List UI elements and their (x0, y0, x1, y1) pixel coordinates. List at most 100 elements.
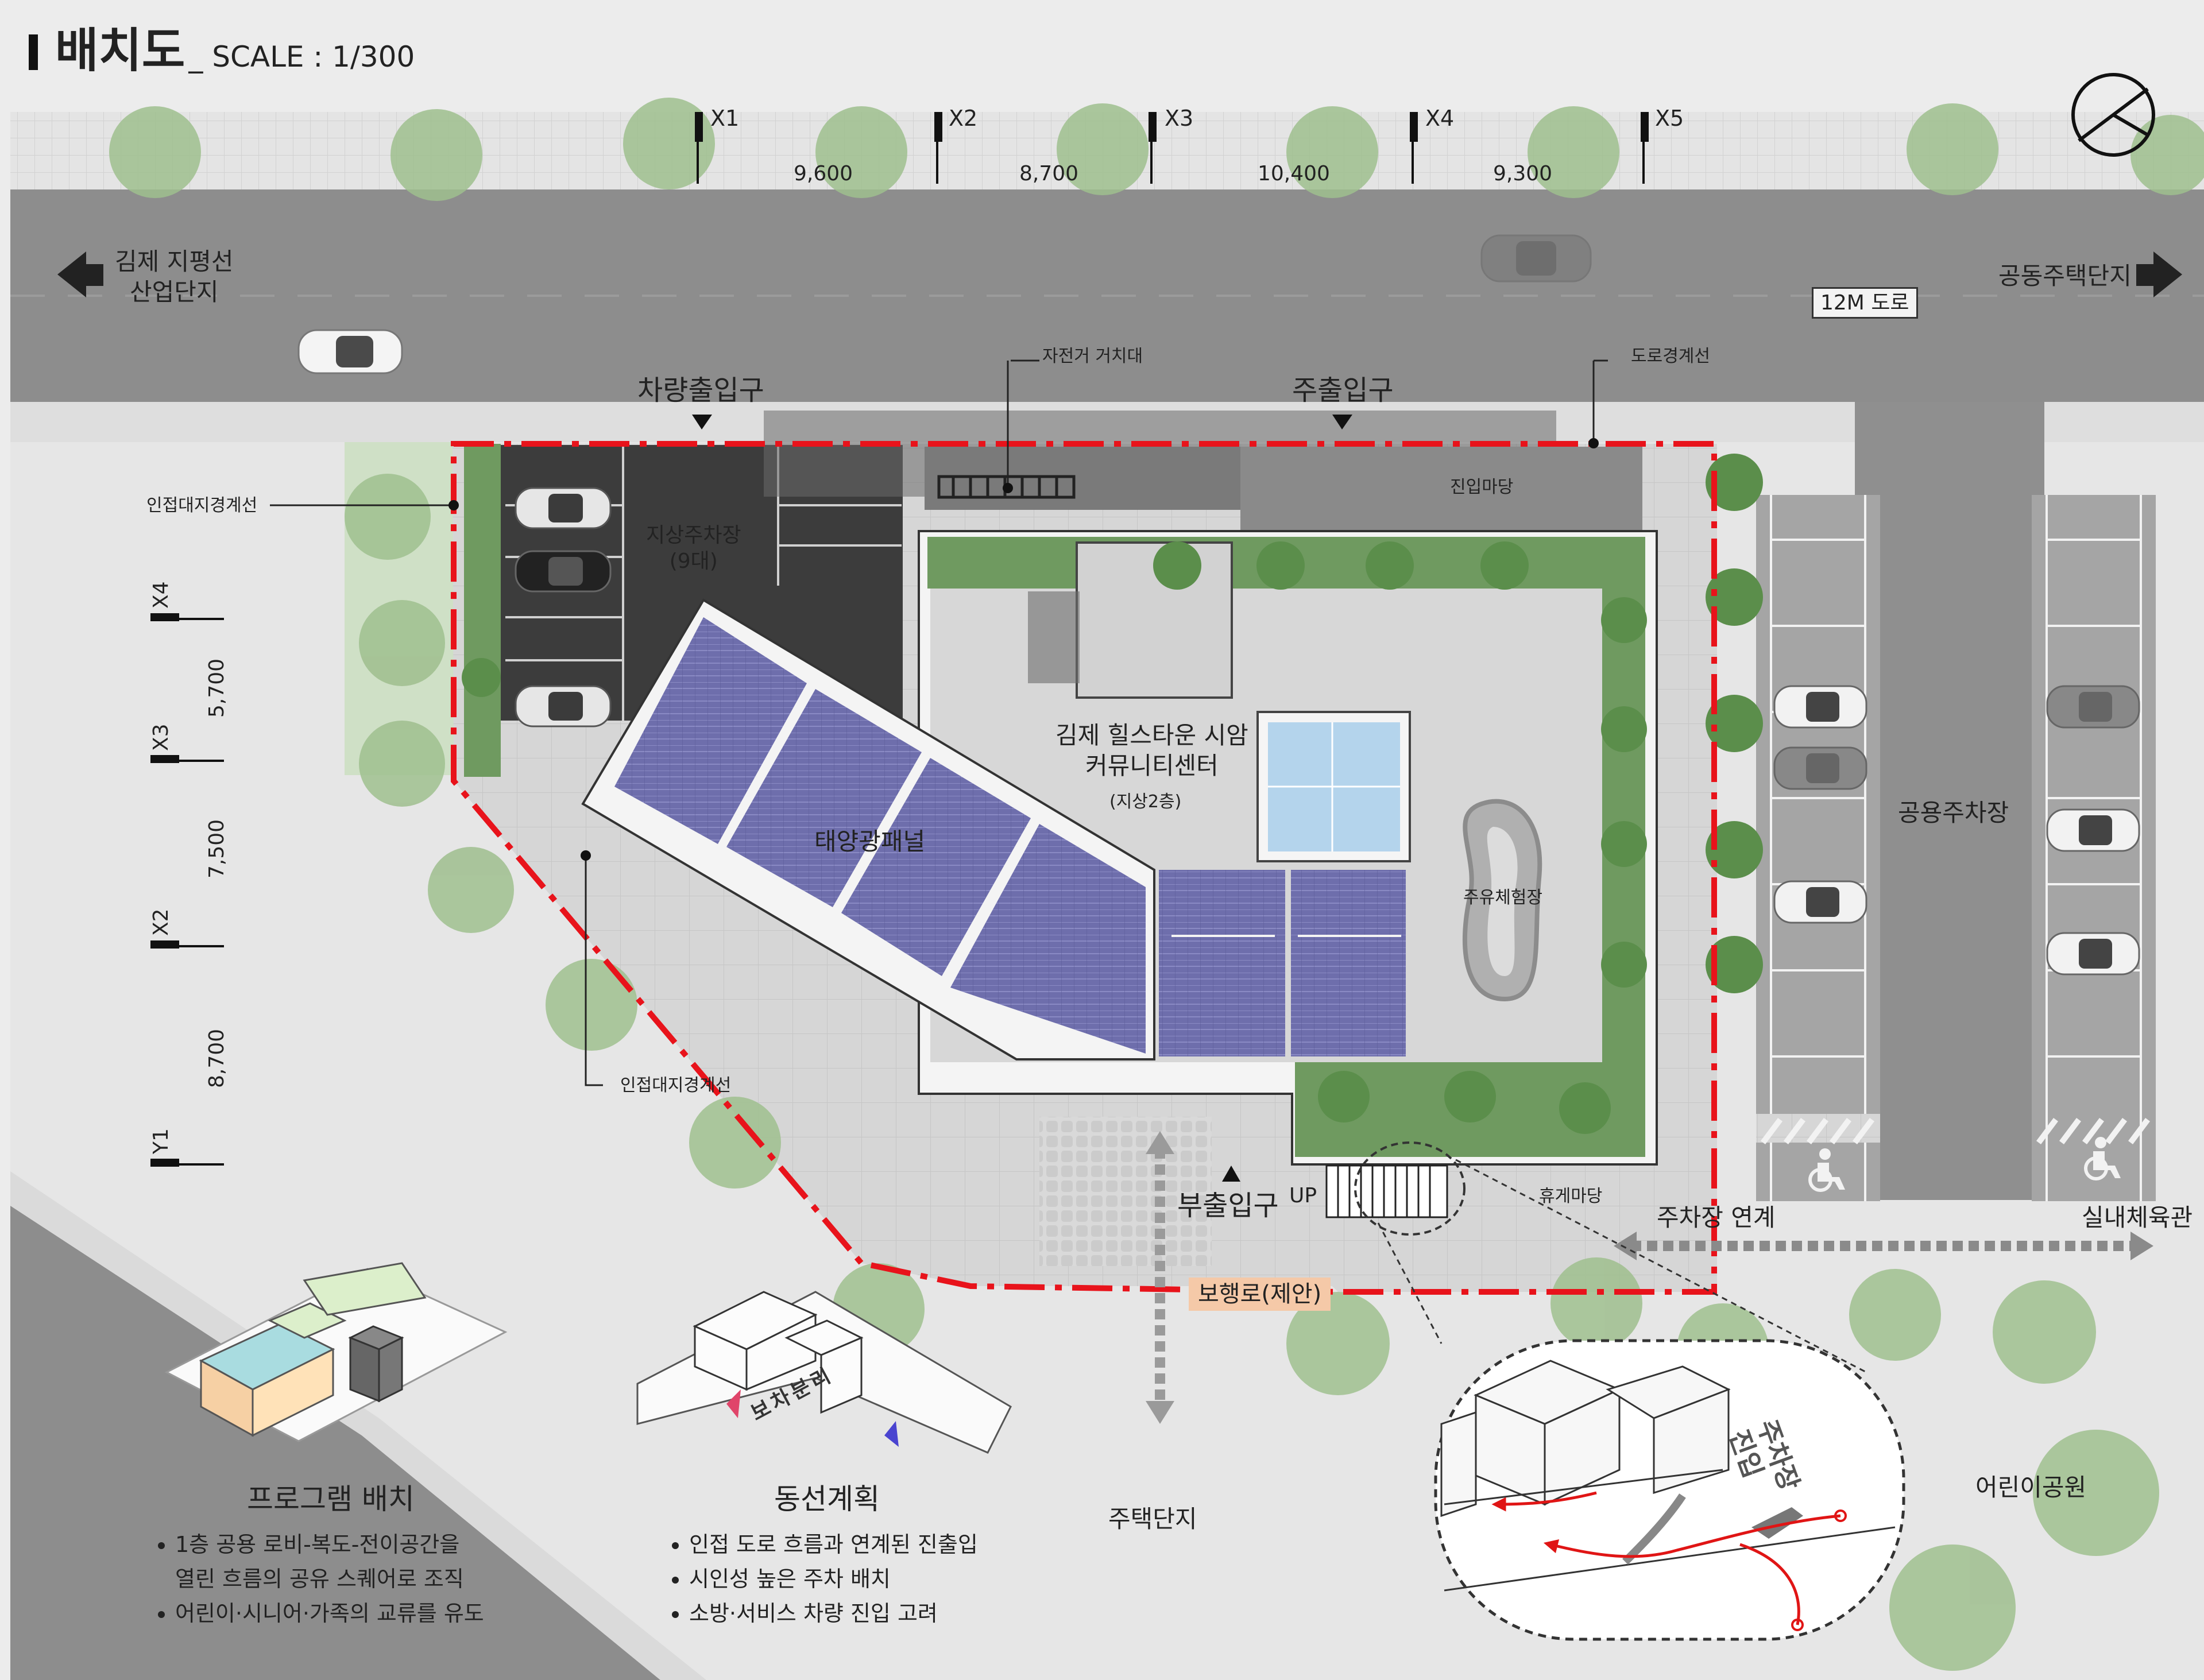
tree-icon (1366, 541, 1414, 590)
grid-y-x3: X3 (149, 723, 173, 751)
pedestrian-road-label: 보행로(제안) (1189, 1278, 1331, 1311)
car-icon (515, 685, 612, 727)
tree-icon (689, 1097, 781, 1189)
tree-icon (1528, 106, 1619, 198)
tree-icon (1601, 821, 1647, 867)
adjacent-boundary-label-bottom: 인접대지경계선 (620, 1075, 732, 1096)
tree-icon (359, 600, 445, 686)
housing-label: 주택단지 (1108, 1505, 1197, 1533)
tree-icon (1706, 821, 1763, 878)
entry-court-label: 진입마당 (1450, 477, 1514, 497)
car-icon (1773, 746, 1867, 790)
tree-icon (390, 109, 482, 201)
solar-panels (614, 617, 1146, 1054)
leader-lines (270, 359, 1608, 1086)
tree-icon (1559, 1082, 1611, 1134)
tree-icon (1550, 1257, 1642, 1349)
public-parking-lot-left (1756, 495, 1880, 1201)
parking-link-label: 주차장 연계 (1657, 1203, 1776, 1232)
dim-y-2: 7,500 (205, 819, 229, 878)
car-icon (1480, 234, 1592, 282)
tree-icon (1286, 106, 1378, 198)
tree-icon (1601, 706, 1647, 752)
tree-icon (109, 106, 201, 198)
tree-icon (1706, 568, 1763, 626)
stair-up-label: UP (1289, 1184, 1317, 1207)
right-arrow-icon (2136, 251, 2182, 297)
car-icon (2046, 932, 2140, 976)
diagonal-sidewalk (10, 1171, 706, 1680)
tree-icon (1706, 695, 1763, 752)
circulation-bullet: 소방·서비스 차량 진입 고려 (689, 1596, 978, 1631)
program-bullet: 열린 흐름의 공유 스퀘어로 조직 (175, 1566, 464, 1592)
bike-rack-icon (937, 475, 1076, 499)
east-destination: 공동주택단지 (1998, 262, 2132, 290)
solar-panel-rect-1 (1159, 870, 1285, 1056)
wheelchair-icon (1808, 1148, 1845, 1192)
public-parking-cars (1773, 685, 2140, 976)
vehicle-entry-label: 차량출입구 (637, 374, 764, 407)
program-bullet: 어린이·시니어·가족의 교류를 유도 (175, 1596, 484, 1631)
circulation-arrows (1146, 1131, 2153, 1424)
car-icon (515, 550, 612, 593)
scale-label: _ SCALE : 1/300 (188, 40, 415, 73)
west-planting (464, 444, 501, 777)
tree-icon (345, 474, 431, 560)
left-arrow-icon (57, 251, 103, 297)
tree-icon (1706, 454, 1763, 511)
program-title: 프로그램 배치 (247, 1482, 415, 1516)
dim-x2-x3: 8,700 (1019, 162, 1079, 185)
car-icon (1773, 880, 1867, 924)
entry-court (1240, 447, 1642, 539)
tree-icon (1153, 541, 1201, 590)
tree-icon (1993, 1280, 2096, 1384)
grid-y-x4: X4 (149, 581, 173, 609)
north-arrow-icon (2071, 73, 2155, 157)
grid-x1: X1 (710, 106, 740, 131)
accessible-stalls (1756, 1114, 2150, 1144)
cobble-path (1039, 1117, 1212, 1266)
page-title: 배치도_ SCALE : 1/300 (29, 22, 415, 81)
title-bar-icon (29, 34, 38, 70)
car-icon (297, 329, 403, 374)
courtyard-trees (462, 454, 1763, 1134)
circulation-title: 동선계획 (774, 1482, 880, 1516)
grid-x4: X4 (1425, 106, 1455, 131)
west-destination: 김제 지평선 산업단지 (115, 247, 234, 306)
tree-icon (2033, 1430, 2159, 1556)
entry-markers (692, 415, 1352, 1182)
tree-icon (1286, 1292, 1390, 1395)
car-icon (515, 487, 612, 529)
grid-y-x2: X2 (149, 908, 173, 936)
dim-x3-x4: 10,400 (1258, 162, 1330, 185)
tree-icon (623, 98, 715, 189)
solar-panel-label: 태양광패널 (814, 827, 926, 856)
grid-x2: X2 (949, 106, 978, 131)
dim-x1-x2: 9,600 (794, 162, 853, 185)
tree-icon (815, 106, 907, 198)
tree-icon (1706, 936, 1763, 993)
program-bullets: 1층 공용 로비-복도-전이공간을 열린 흐름의 공유 스퀘어로 조직 어린이·… (146, 1527, 484, 1631)
grid-y-y1: Y1 (149, 1128, 173, 1154)
adjacent-boundary-label-top: 인접대지경계선 (146, 496, 258, 516)
site-boundary (451, 441, 1717, 1295)
dim-y-3: 8,700 (205, 1028, 229, 1088)
road-width-label: 12M 도로 (1812, 287, 1918, 319)
sub-entry-label: 부출입구 (1177, 1190, 1279, 1222)
car-icon (1773, 685, 1867, 729)
circulation-bullet: 시인성 높은 주차 배치 (689, 1562, 978, 1596)
gym-label: 실내체육관 (2082, 1203, 2193, 1232)
public-parking-label: 공용주차장 (1898, 799, 2009, 827)
tree-icon (1057, 103, 1149, 195)
dim-x4-x5: 9,300 (1493, 162, 1553, 185)
detail-callout: 주차장진입 (1354, 1141, 1905, 1641)
solar-panel-rect-2 (1291, 870, 1406, 1056)
circulation-bullet: 인접 도로 흐름과 연계된 진출입 (689, 1527, 978, 1562)
car-icon (2046, 685, 2140, 729)
tree-icon (1601, 597, 1647, 643)
program-bullet: 1층 공용 로비-복도-전이공간을 (175, 1527, 484, 1562)
building-floors: (지상2층) (1109, 792, 1182, 812)
refuel-experience-label: 주유체험장 (1463, 888, 1542, 908)
